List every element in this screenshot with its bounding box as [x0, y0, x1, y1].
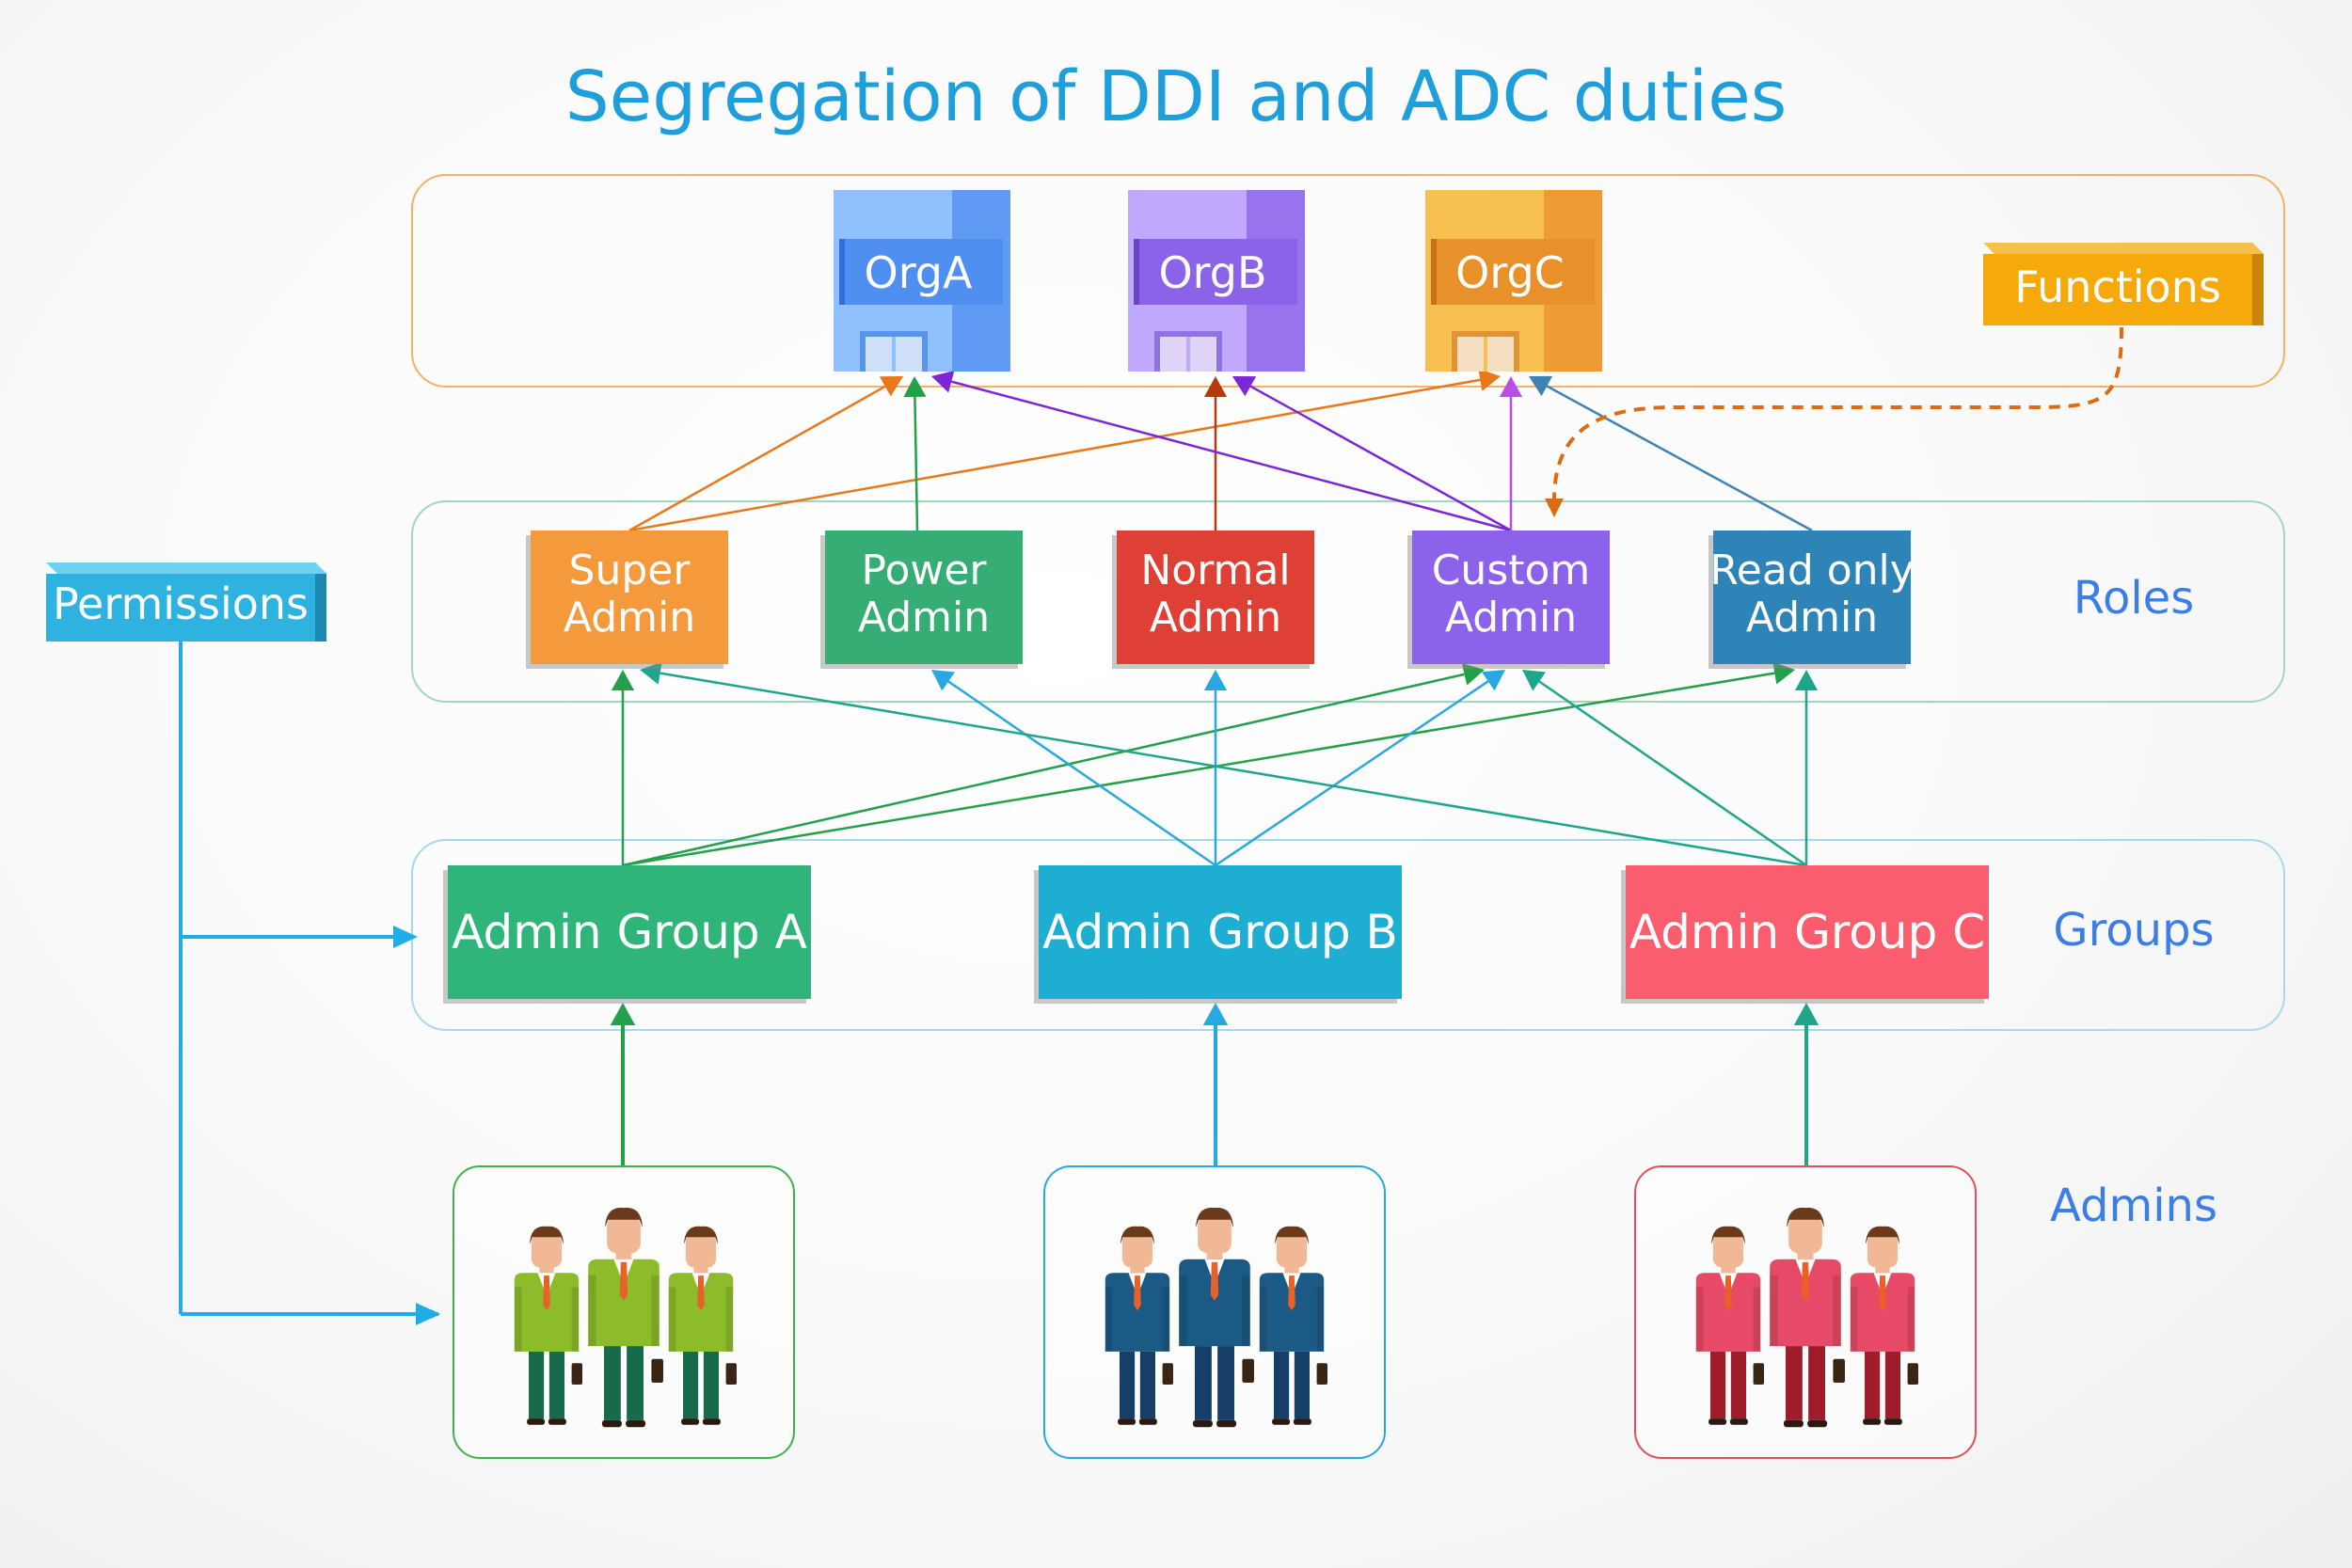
group-role-link-arrowhead	[640, 661, 662, 685]
functions-label: Functions	[2014, 261, 2221, 312]
group-role-link-arrowhead	[1481, 670, 1505, 691]
diagram-title: Segregation of DDI and ADC duties	[565, 56, 1788, 137]
org-building-orgc[interactable]: OrgC	[1425, 190, 1602, 372]
admins-box-c[interactable]	[1634, 1165, 1977, 1459]
functions-row-box	[411, 174, 2285, 388]
permissions-label: Permissions	[53, 578, 309, 629]
group-role-link	[622, 673, 1465, 867]
role-label-line1: Power	[861, 546, 987, 594]
org-label: OrgA	[865, 247, 974, 298]
org-buildings: OrgA OrgB OrgC	[834, 190, 1602, 372]
group-label: Admin Group B	[1042, 905, 1398, 959]
role-org-connectors	[628, 368, 1813, 532]
group-role-link-arrowhead	[1203, 670, 1228, 690]
group-box-admin-group-c[interactable]: Admin Group C	[1621, 865, 1989, 1004]
admin-group-link-b-arrowhead	[1202, 1003, 1229, 1025]
role-org-link	[1249, 385, 1512, 532]
admin-group-link-c-arrowhead	[1793, 1003, 1820, 1025]
group-role-link	[660, 672, 1807, 867]
group-role-link-arrowhead	[611, 670, 635, 690]
roles-row-label: Roles	[2074, 572, 2194, 625]
org-label: OrgB	[1158, 247, 1266, 298]
admin-person-icon	[1179, 1207, 1254, 1428]
role-label-line1: Custom	[1432, 546, 1591, 594]
permissions-connector	[179, 641, 438, 1314]
group-label: Admin Group C	[1629, 905, 1985, 959]
role-label-line1: Super	[569, 546, 691, 594]
role-label-line1: Read only	[1709, 546, 1915, 594]
role-org-link	[950, 380, 1512, 532]
role-org-link-arrowhead	[1232, 376, 1257, 397]
group-box-admin-group-a[interactable]: Admin Group A	[443, 865, 811, 1004]
admin-person-icon	[1259, 1226, 1327, 1425]
admin-person-icon	[668, 1226, 737, 1425]
role-org-link-arrowhead	[931, 370, 955, 393]
role-org-link-arrowhead	[1478, 368, 1501, 391]
functions-connector	[1552, 326, 2123, 501]
permissions-arrowhead-admins	[416, 1303, 440, 1325]
admins-box-b[interactable]	[1043, 1165, 1386, 1459]
group-role-link-arrowhead	[1794, 670, 1819, 690]
role-label-line2: Admin	[1746, 594, 1878, 641]
admins-box-a[interactable]	[453, 1165, 795, 1459]
group-role-link	[622, 672, 1775, 867]
admin-person-icon	[1770, 1207, 1845, 1428]
group-label: Admin Group A	[452, 905, 807, 959]
group-role-connectors	[611, 661, 1819, 867]
group-boxes: Admin Group A Admin Group B Admin Group C	[443, 865, 1989, 1004]
role-org-link-arrowhead	[1499, 376, 1523, 397]
role-org-link-arrowhead	[903, 376, 927, 398]
role-label-line1: Normal	[1140, 546, 1290, 594]
group-role-link-arrowhead	[1461, 663, 1485, 686]
permissions-box[interactable]: Permissions	[46, 562, 326, 641]
admin-person-icon	[1104, 1226, 1173, 1425]
group-box-admin-group-b[interactable]: Admin Group B	[1034, 865, 1402, 1004]
admin-person-icon	[1695, 1226, 1764, 1425]
role-org-link-arrowhead	[1203, 376, 1228, 397]
admin-person-icon	[1850, 1226, 1918, 1425]
admin-person-icon	[588, 1207, 663, 1428]
admin-group-connectors	[610, 1003, 1820, 1166]
admin-boxes	[453, 1165, 1977, 1459]
group-role-link-arrowhead	[1522, 670, 1546, 691]
group-role-link-arrowhead	[931, 670, 955, 691]
role-org-link-arrowhead	[1529, 375, 1553, 397]
role-org-link	[628, 385, 886, 532]
group-role-link	[1538, 680, 1807, 867]
role-org-link	[914, 396, 919, 531]
group-role-link	[947, 680, 1216, 867]
role-org-link	[628, 378, 1481, 532]
groups-row-label: Groups	[2053, 904, 2214, 957]
org-label: OrgC	[1455, 247, 1565, 298]
group-role-link-arrowhead	[1772, 661, 1795, 685]
admins-row-label: Admins	[2050, 1180, 2217, 1232]
role-boxes: SuperAdminPowerAdminNormalAdminCustomAdm…	[526, 531, 1915, 669]
permissions-arrowhead-group	[393, 926, 418, 948]
org-building-orga[interactable]: OrgA	[834, 190, 1010, 372]
role-label-line2: Admin	[1150, 594, 1281, 641]
org-building-orgb[interactable]: OrgB	[1128, 190, 1305, 372]
role-org-link	[1546, 385, 1813, 532]
functions-connector-arrowhead	[1545, 499, 1564, 517]
admin-group-link-a-arrowhead	[610, 1003, 636, 1025]
role-org-link-arrowhead	[879, 376, 903, 397]
functions-box[interactable]: Functions	[1983, 243, 2264, 325]
role-label-line2: Admin	[1445, 594, 1577, 641]
admin-person-icon	[514, 1226, 582, 1425]
role-label-line2: Admin	[858, 594, 990, 641]
group-role-link	[1215, 680, 1489, 867]
role-label-line2: Admin	[564, 594, 695, 641]
